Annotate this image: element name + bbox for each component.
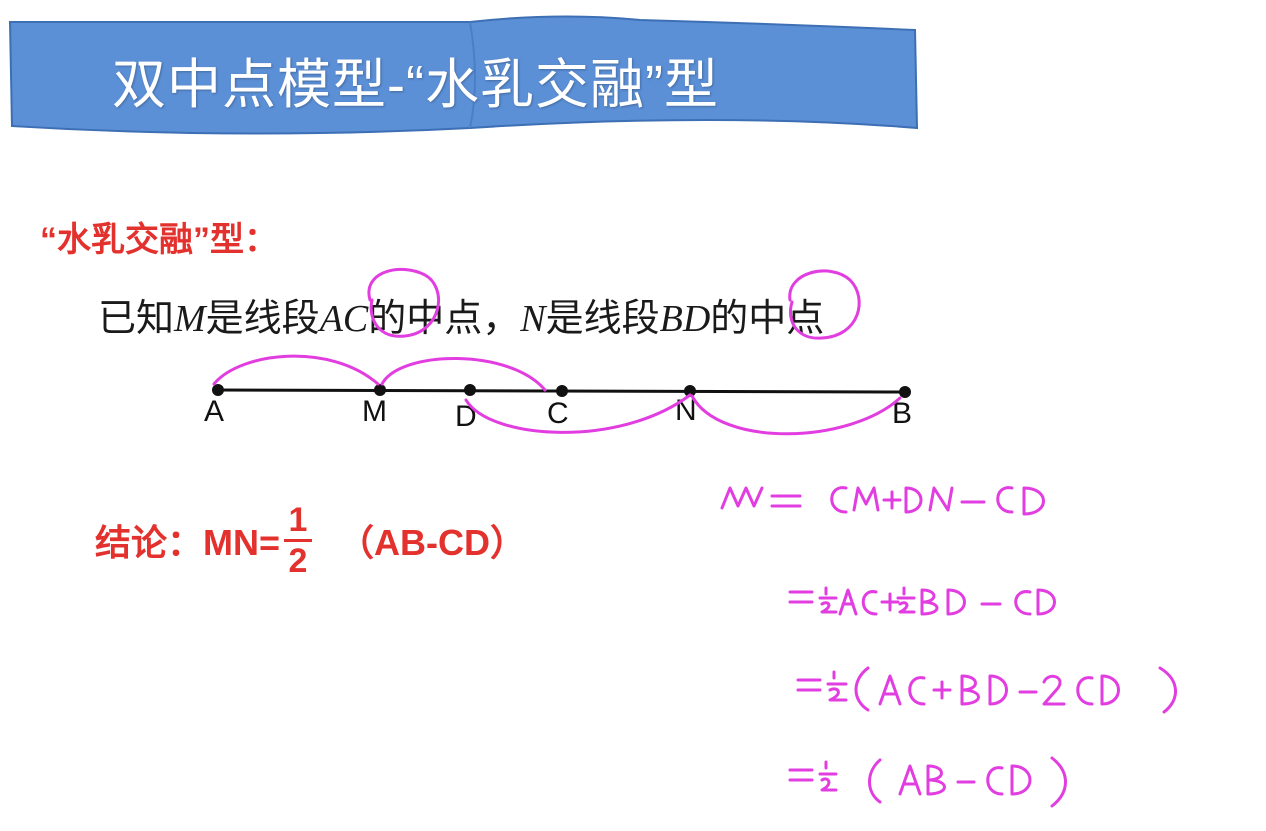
handwritten-line-4 (788, 756, 1067, 808)
premise-var-bd: BD (659, 298, 711, 340)
arc-a-m (212, 354, 380, 386)
premise-var-m: M (174, 298, 206, 340)
premise-text-2: 是线段 (205, 298, 320, 340)
point-label-m: M (362, 395, 387, 428)
segment-line (217, 388, 906, 394)
handwritten-line-1 (720, 486, 1045, 516)
arc-n-b (690, 394, 902, 436)
handwritten-line-2 (788, 586, 1056, 616)
premise-sentence: 已知M是线段AC的中点，N是线段BD的中点 (98, 287, 824, 342)
point-d-dot (464, 384, 476, 396)
arc-d-n (464, 393, 692, 434)
conclusion-suffix: （AB-CD） (338, 522, 526, 563)
point-label-a: A (204, 395, 225, 428)
title-banner: 双中点模型-“水乳交融”型 (0, 0, 1266, 150)
conclusion: 结论：MN= 1 2 （AB-CD） (95, 498, 526, 582)
premise-var-ac: AC (319, 298, 369, 340)
conclusion-fraction: 1 2 (284, 500, 313, 580)
point-label-d: D (455, 400, 477, 433)
handwritten-line-3 (796, 666, 1177, 714)
premise-text-5: 的中点 (710, 298, 825, 340)
premise-text-4: 是线段 (545, 298, 660, 340)
banner-shape (8, 15, 919, 135)
point-label-n: N (675, 394, 697, 427)
premise-var-n: N (520, 298, 546, 340)
conclusion-prefix: 结论：MN= (95, 522, 281, 563)
banner-title: 双中点模型-“水乳交融”型 (112, 55, 719, 115)
point-label-b: B (892, 397, 913, 430)
premise-text-1: 已知 (98, 298, 175, 340)
point-c-dot (556, 385, 568, 397)
premise-text-3: 的中点， (368, 298, 521, 340)
arc-m-c (380, 357, 547, 392)
fraction-numerator: 1 (288, 500, 308, 539)
fraction-denominator: 2 (288, 541, 308, 580)
section-heading: “水乳交融”型： (40, 221, 278, 259)
point-label-c: C (547, 397, 569, 430)
fraction-bar (284, 538, 313, 542)
